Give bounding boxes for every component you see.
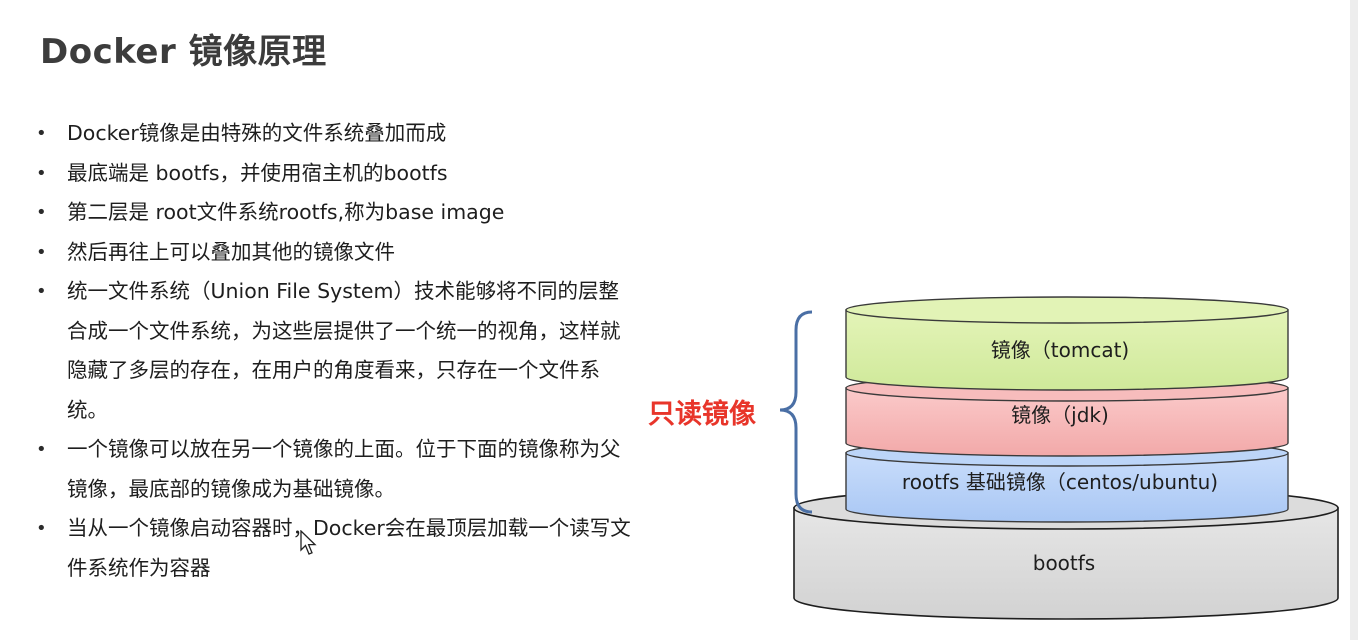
- readonly-brace: [779, 310, 813, 514]
- bullet-item: 然后再往上可以叠加其他的镜像文件: [36, 233, 636, 273]
- tomcat-layer: [845, 296, 1289, 391]
- window-edge: [1350, 0, 1358, 640]
- mouse-cursor-icon: [300, 530, 317, 555]
- bootfs-label: bootfs: [1033, 551, 1095, 575]
- readonly-images-label: 只读镜像: [648, 399, 756, 430]
- tomcat-label: 镜像（tomcat): [991, 338, 1129, 362]
- page-title: Docker 镜像原理: [40, 32, 327, 72]
- bullet-item: Docker镜像是由特殊的文件系统叠加而成: [36, 114, 636, 154]
- bullet-item: 当从一个镜像启动容器时，Docker会在最顶层加载一个读写文件系统作为容器: [36, 509, 636, 588]
- bullet-item: 统一文件系统（Union File System）技术能够将不同的层整合成一个文…: [36, 272, 636, 430]
- rootfs-label: rootfs 基础镜像（centos/ubuntu): [902, 470, 1218, 494]
- bullet-item: 一个镜像可以放在另一个镜像的上面。位于下面的镜像称为父镜像，最底部的镜像成为基础…: [36, 430, 636, 509]
- jdk-label: 镜像（jdk): [1011, 403, 1109, 427]
- bullet-list: Docker镜像是由特殊的文件系统叠加而成 最底端是 bootfs，并使用宿主机…: [36, 114, 636, 588]
- bullet-item: 第二层是 root文件系统rootfs,称为base image: [36, 193, 636, 233]
- bullet-item: 最底端是 bootfs，并使用宿主机的bootfs: [36, 154, 636, 194]
